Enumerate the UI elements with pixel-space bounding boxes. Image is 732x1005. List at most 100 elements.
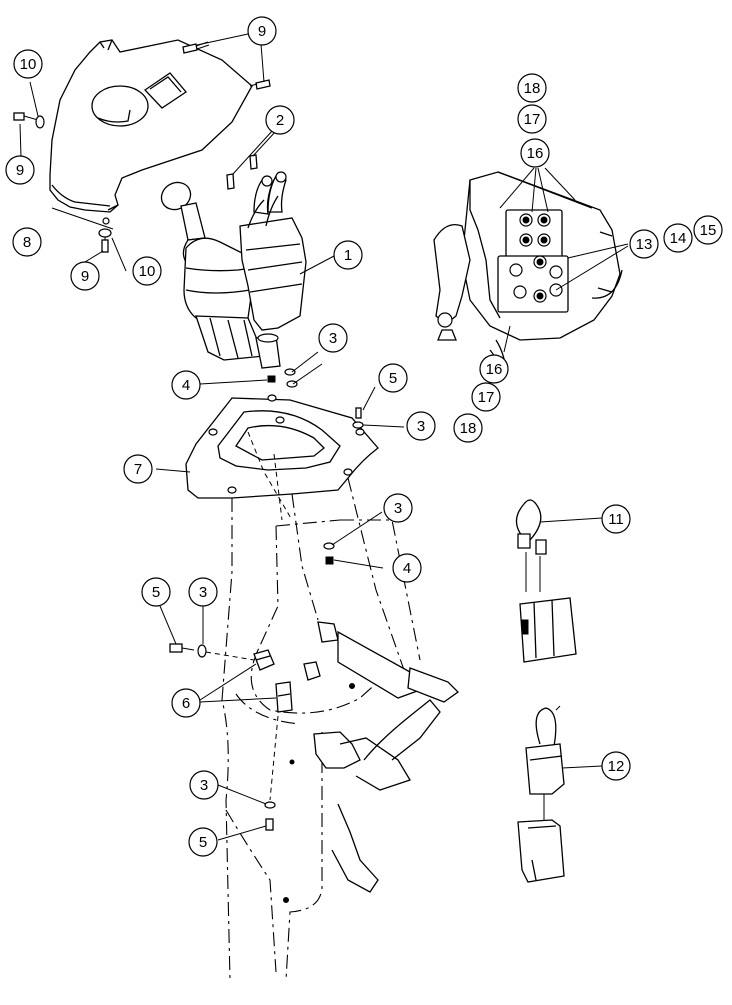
callout-number: 18	[460, 420, 477, 437]
cover-screws	[13, 41, 271, 253]
callout-number: 9	[81, 268, 89, 285]
callout-number: 12	[608, 758, 625, 775]
callout-number: 5	[152, 584, 160, 601]
callout-circle	[188, 577, 218, 607]
callout-number: 11	[608, 511, 624, 528]
callout-number: 3	[200, 777, 208, 794]
callout-circle	[141, 577, 171, 607]
callout-number: 9	[258, 23, 266, 40]
callout-c18b: 18	[453, 413, 483, 443]
callout-number: 13	[636, 236, 653, 253]
callout-c2: 2	[265, 105, 295, 135]
callout-number: 9	[16, 162, 24, 179]
callout-number: 17	[478, 389, 495, 406]
callout-circle	[601, 751, 631, 781]
mounting-plate-part	[185, 394, 379, 499]
callout-circle	[392, 553, 422, 583]
callout-c6: 6	[171, 688, 201, 718]
callout-c3c: 3	[383, 493, 413, 523]
joystick-cover-part	[49, 39, 253, 225]
callout-c5a: 5	[378, 363, 408, 393]
callout-number: 8	[23, 234, 31, 251]
clip-parts	[169, 643, 293, 831]
callout-circle	[406, 411, 436, 441]
callout-number: 3	[329, 330, 337, 347]
callout-number: 16	[527, 145, 544, 162]
callout-circle	[12, 227, 42, 257]
callout-number: 10	[20, 56, 37, 73]
callout-circle	[453, 413, 483, 443]
callout-number: 7	[134, 461, 142, 478]
callout-number: 17	[524, 111, 541, 128]
callout-c9b: 9	[5, 155, 35, 185]
callout-number: 18	[524, 80, 541, 97]
callout-number: 3	[394, 500, 402, 517]
plate-hardware	[267, 368, 364, 565]
callout-circle	[378, 363, 408, 393]
callout-number: 5	[389, 370, 397, 387]
cover-screw-top	[182, 41, 210, 54]
callout-number: 14	[670, 230, 687, 247]
callout-circle	[517, 104, 547, 134]
cover-washers	[35, 115, 112, 238]
switch-panel-part	[433, 171, 623, 379]
callout-number: 2	[276, 112, 284, 129]
console-brackets	[283, 621, 460, 903]
console-frame-outline	[221, 431, 421, 981]
callout-circle	[517, 73, 547, 103]
callout-circle	[13, 49, 43, 79]
callout-number: 6	[182, 695, 190, 712]
callout-circle	[629, 229, 659, 259]
callout-c4b: 4	[392, 553, 422, 583]
callout-circle	[479, 354, 509, 384]
callout-c14: 14	[663, 223, 693, 253]
callout-circle	[318, 323, 348, 353]
callout-circle	[171, 688, 201, 718]
callout-c11: 11	[601, 504, 631, 534]
callout-circle	[132, 256, 162, 286]
callout-c18a: 18	[517, 73, 547, 103]
callout-c9a: 9	[247, 16, 277, 46]
callout-c17a: 17	[517, 104, 547, 134]
callout-number: 3	[417, 418, 425, 435]
callout-number: 4	[182, 377, 190, 394]
callout-c13: 13	[629, 229, 659, 259]
cover-screw-right	[249, 79, 271, 90]
callout-c1: 1	[333, 240, 363, 270]
callout-circle	[663, 223, 693, 253]
callout-c16a: 16	[520, 138, 550, 168]
callout-c16b: 16	[479, 354, 509, 384]
callout-number: 10	[139, 263, 156, 280]
relay-with-loop-part	[515, 499, 577, 663]
callout-circle	[123, 454, 153, 484]
callout-c9c: 9	[70, 261, 100, 291]
callout-c12: 12	[601, 751, 631, 781]
callout-circle	[265, 105, 295, 135]
callout-circle	[5, 155, 35, 185]
joystick-assembly-part	[160, 171, 307, 369]
joystick-mount-screws	[226, 154, 258, 190]
callout-c8: 8	[12, 227, 42, 257]
callout-c5b: 5	[141, 577, 171, 607]
callout-c10b: 10	[132, 256, 162, 286]
callout-circle	[171, 370, 201, 400]
callout-circle	[188, 827, 218, 857]
cover-screw-left	[13, 112, 39, 121]
callout-circle	[693, 215, 723, 245]
callout-number: 4	[403, 560, 411, 577]
callout-circle	[520, 138, 550, 168]
callout-c3a: 3	[318, 323, 348, 353]
callout-number: 3	[199, 584, 207, 601]
callout-circle	[247, 16, 277, 46]
callout-c3b: 3	[406, 411, 436, 441]
callout-circle	[70, 261, 100, 291]
callout-circle	[189, 770, 219, 800]
callout-circle	[471, 382, 501, 412]
callout-number: 5	[199, 834, 207, 851]
callout-c10a: 10	[13, 49, 43, 79]
leader-lines	[19, 33, 629, 841]
callout-c4a: 4	[171, 370, 201, 400]
